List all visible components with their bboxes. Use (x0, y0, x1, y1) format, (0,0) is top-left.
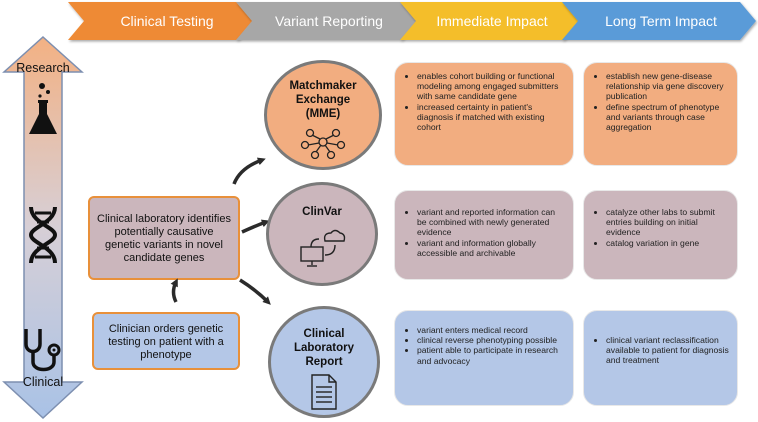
clinvar-long-term-bullet-1: catalyze other labs to submit entries bu… (606, 207, 729, 238)
mme-immediate-bullet-2: increased certainty in patient's diagnos… (417, 102, 565, 133)
clinvar-immediate-bullet-1: variant and reported information can be … (417, 207, 565, 238)
stage-label-clinical-testing: Clinical Testing (120, 13, 214, 29)
lab-identifies-variants-text: Clinical laboratory identifies potential… (97, 213, 231, 264)
report-immediate-bullet-3: patient able to participate in research … (417, 345, 565, 365)
network-icon (300, 128, 346, 160)
clinvar-circle: ClinVar (266, 182, 378, 286)
arrow-lab-to-report (239, 278, 271, 305)
mme-title: Matchmaker Exchange (MME) (289, 80, 357, 120)
stage-chevron-variant-reporting (236, 2, 418, 40)
stethoscope-icon (24, 329, 61, 372)
header-banner (68, 2, 756, 40)
stage-chevron-clinical-testing (68, 2, 254, 40)
report-immediate-bullet-2: clinical reverse phenotyping possible (417, 335, 565, 345)
report-long-term-impact-box: clinical variant reclassification availa… (583, 310, 738, 406)
lab-report-title: Clinical Laboratory Report (293, 328, 355, 368)
research-clinical-axis-arrow (2, 35, 84, 420)
stage-chevron-immediate-impact (400, 2, 580, 40)
clinvar-immediate-bullet-2: variant and information globally accessi… (417, 238, 565, 258)
report-immediate-impact-box: variant enters medical record clinical r… (394, 310, 574, 406)
clinician-orders-testing-box: Clinician orders genetic testing on pati… (92, 312, 240, 370)
flask-icon (29, 83, 57, 134)
axis-label-research: Research (16, 61, 70, 75)
mme-circle: Matchmaker Exchange (MME) (264, 60, 382, 170)
report-long-term-bullet-1: clinical variant reclassification availa… (606, 335, 729, 366)
mme-immediate-impact-box: enables cohort building or functional mo… (394, 62, 574, 166)
mme-long-term-impact-box: establish new gene-disease relationship … (583, 62, 738, 166)
clinvar-immediate-impact-box: variant and reported information can be … (394, 190, 574, 280)
mme-long-term-bullet-1: establish new gene-disease relationship … (606, 71, 729, 102)
mme-long-term-bullet-2: define spectrum of phenotype and variant… (606, 102, 729, 133)
arrow-lab-to-mme (232, 157, 266, 185)
clinician-orders-testing-text: Clinician orders genetic testing on pati… (108, 323, 224, 361)
lab-report-circle: Clinical Laboratory Report (268, 306, 380, 418)
arrow-clinician-to-lab (170, 278, 178, 303)
cloud-computer-icon (300, 229, 346, 267)
stage-chevron-long-term-impact (562, 2, 756, 40)
clinvar-title: ClinVar (302, 206, 342, 218)
clinvar-long-term-impact-box: catalyze other labs to submit entries bu… (583, 190, 738, 280)
axis-label-clinical: Clinical (22, 375, 64, 389)
stage-label-immediate-impact: Immediate Impact (436, 13, 548, 29)
dna-icon (28, 206, 58, 264)
report-immediate-bullet-1: variant enters medical record (417, 325, 565, 335)
mme-immediate-bullet-1: enables cohort building or functional mo… (417, 71, 565, 102)
lab-identifies-variants-box: Clinical laboratory identifies potential… (88, 196, 240, 280)
stage-label-variant-reporting: Variant Reporting (275, 13, 383, 29)
stage-label-long-term-impact: Long Term Impact (605, 13, 717, 29)
clinvar-long-term-bullet-2: catalog variation in gene (606, 238, 729, 248)
arrow-lab-to-clinvar (241, 219, 270, 234)
document-icon (311, 374, 337, 410)
